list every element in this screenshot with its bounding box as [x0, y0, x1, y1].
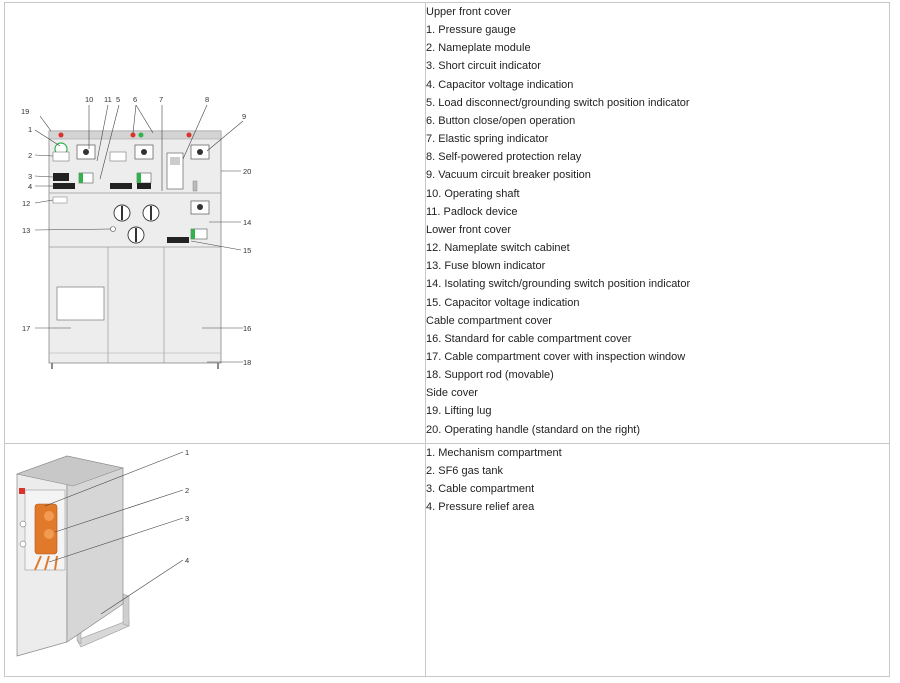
callout-1: 1 — [28, 125, 32, 134]
side-view-figure-cell: 1 2 3 4 — [4, 443, 426, 677]
inspection-window — [56, 286, 105, 321]
legend-item: 1. Pressure gauge — [426, 24, 516, 37]
legend-item: 10. Operating shaft — [426, 187, 520, 200]
callout-4: 4 — [28, 182, 32, 191]
callout-19: 19 — [21, 107, 29, 116]
legend-item: 12. Nameplate switch cabinet — [426, 242, 570, 255]
legend-item: 4. Capacitor voltage indication — [426, 78, 574, 91]
front-view-row: 19 1 2 3 4 12 13 17 10 11 5 6 7 8 9 20 1… — [4, 2, 890, 444]
front-view-drawing: 19 1 2 3 4 12 13 17 10 11 5 6 7 8 9 20 1… — [21, 95, 251, 369]
side-callout-4: 4 — [185, 556, 189, 565]
callout-8: 8 — [205, 95, 209, 104]
callout-18: 18 — [243, 358, 251, 367]
legend-item: 13. Fuse blown indicator — [426, 260, 546, 273]
callout-16: 16 — [243, 324, 251, 333]
side-view-legend-cell: 1. Mechanism compartment 2. SF6 gas tank 3… — [425, 443, 890, 677]
side-callout-2: 2 — [185, 486, 189, 495]
legend-item: 14. Isolating switch/grounding switch po… — [426, 278, 691, 291]
side-view-legend: 1. Mechanism compartment 2. SF6 gas tank 3… — [426, 444, 889, 517]
side-callout-3: 3 — [185, 514, 189, 523]
callout-12: 12 — [22, 199, 30, 208]
legend-item: 8. Self-powered protection relay — [426, 151, 582, 164]
legend-item: Side cover — [426, 387, 478, 400]
callout-6: 6 — [133, 95, 137, 104]
front-view-figure-cell: 19 1 2 3 4 12 13 17 10 11 5 6 7 8 9 20 1… — [4, 2, 426, 444]
legend-item: 2. SF6 gas tank — [426, 465, 504, 478]
legend-item: Cable compartment cover — [426, 314, 552, 327]
side-callout-1: 1 — [185, 448, 189, 457]
legend-item: 3. Cable compartment — [426, 483, 535, 496]
legend-item: 16. Standard for cable compartment cover — [426, 332, 632, 345]
legend-item: 3. Short circuit indicator — [426, 60, 541, 73]
legend-item: 4. Pressure relief area — [426, 501, 535, 514]
callout-7: 7 — [159, 95, 163, 104]
spec-table: 19 1 2 3 4 12 13 17 10 11 5 6 7 8 9 20 1… — [4, 2, 890, 677]
legend-item: 6. Button close/open operation — [426, 114, 576, 127]
legend-item: 11. Padlock device — [426, 205, 518, 218]
legend-item: 15. Capacitor voltage indication — [426, 296, 580, 309]
callout-13: 13 — [22, 226, 30, 235]
callout-15: 15 — [243, 246, 251, 255]
sf6-gas-tank — [34, 503, 58, 555]
front-view-legend-cell: Upper front cover 1. Pressure gauge 2. Nam… — [425, 2, 890, 444]
legend-item: 1. Mechanism compartment — [426, 447, 562, 459]
callout-2: 2 — [28, 151, 32, 160]
legend-item: 5. Load disconnect/grounding switch posi… — [426, 96, 690, 109]
front-view-legend: Upper front cover 1. Pressure gauge 2. Nam… — [426, 3, 889, 439]
side-view-row: 1 2 3 4 1. Mechanism compartment 2. SF6 g… — [4, 443, 890, 677]
callout-5: 5 — [116, 95, 120, 104]
legend-item: 20. Operating handle (standard on the ri… — [426, 423, 641, 436]
side-view-drawing: 1 2 3 4 — [15, 448, 189, 657]
legend-item: 17. Cable compartment cover with inspect… — [426, 350, 686, 363]
callout-17: 17 — [22, 324, 30, 333]
legend-item: Lower front cover — [426, 223, 511, 236]
callout-14: 14 — [243, 218, 251, 227]
callout-9: 9 — [242, 112, 246, 121]
legend-item: 19. Lifting lug — [426, 405, 492, 418]
legend-item: Upper front cover — [426, 6, 511, 18]
callout-10: 10 — [85, 95, 93, 104]
legend-item: 18. Support rod (movable) — [426, 369, 554, 382]
legend-item: 9. Vacuum circuit breaker position — [426, 169, 591, 182]
legend-item: 7. Elastic spring indicator — [426, 133, 549, 146]
legend-item: 2. Nameplate module — [426, 42, 531, 55]
callout-20: 20 — [243, 167, 251, 176]
callout-3: 3 — [28, 172, 32, 181]
callout-11: 11 — [104, 95, 112, 104]
